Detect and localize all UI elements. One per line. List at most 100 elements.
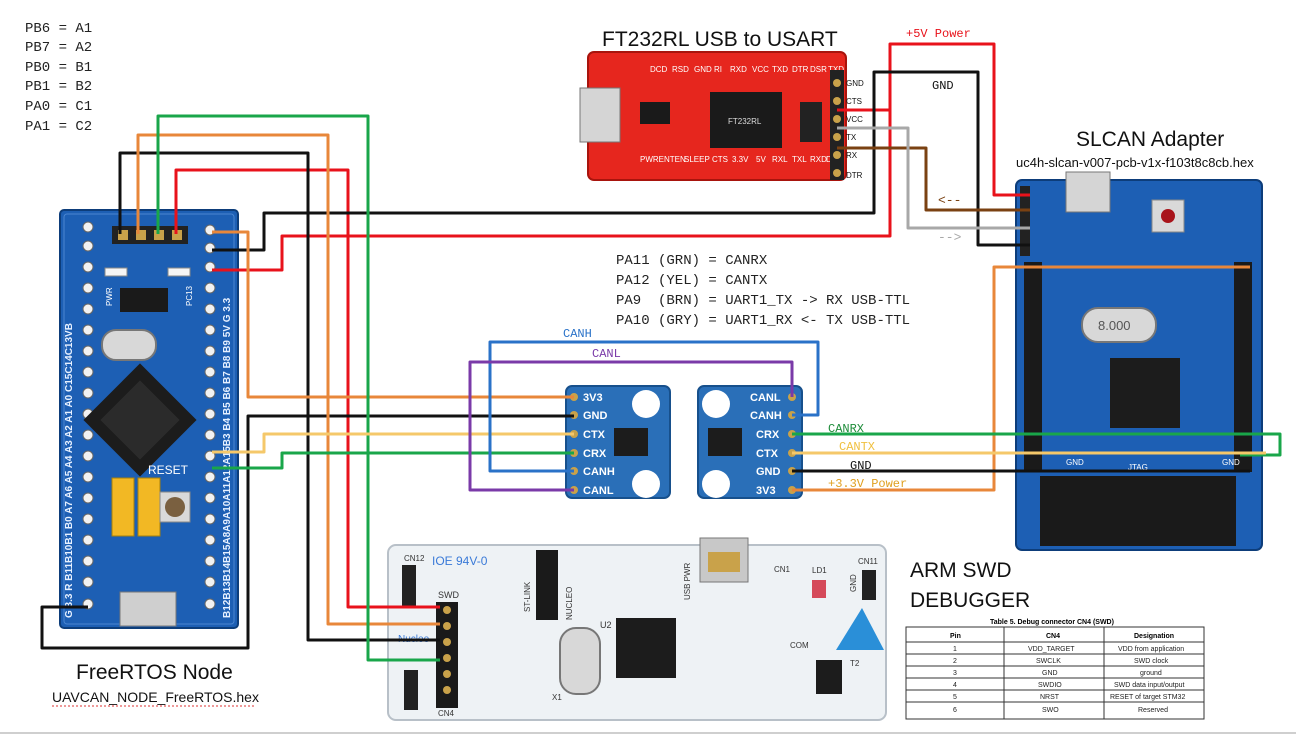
cn1-label: CN1 [774, 565, 791, 574]
slcan-jtag-header [1040, 476, 1236, 546]
xcvr-left-pin-3v3: 3V3 [583, 392, 603, 404]
pin-map-line: PB7 = A2 [25, 40, 92, 56]
ftdi-top-labels: DTR [792, 65, 809, 74]
ftdi-top-labels: RI [714, 65, 722, 74]
pin-map-line: PB1 = B2 [25, 79, 92, 95]
ftdi-top-labels: DSR [810, 65, 827, 74]
ftdi-bottom-labels: TXL [792, 155, 807, 164]
swd-table-caption: Table 5. Debug connector CN4 (SWD) [990, 619, 1114, 626]
xcvr-left-pin-crx: CRX [583, 448, 607, 460]
swd-table-cell: SWDIO [1038, 682, 1062, 689]
debugger-title-2: DEBUGGER [910, 589, 1030, 612]
wire-green-node-swd [156, 114, 440, 662]
boot-jumpers [111, 477, 161, 537]
can-transceiver-left: 3V3 GND CTX CRX CANH CANL [565, 385, 671, 499]
swd-table-cell: SWO [1042, 707, 1059, 714]
swd-table-cell: 4 [953, 682, 957, 689]
ftdi-pin-vcc: VCC [846, 115, 863, 124]
node-title: FreeRTOS Node [76, 661, 233, 684]
ld1-led [812, 580, 826, 598]
xcvr-right-pin-canl: CANL [750, 392, 781, 404]
slcan-mcu [1110, 358, 1180, 428]
debugger-board-text: IOE 94V-0 [432, 554, 488, 568]
wire-green-canrx [212, 451, 574, 470]
swd-table-cell: SWCLK [1036, 658, 1061, 665]
wire-red-power [212, 42, 1030, 272]
ftdi-jumper [800, 102, 822, 142]
ftdi-board: FT232RL DCD RSD GND RI RXD VCC TXD DTR D… [579, 51, 847, 181]
ftdi-pin-gnd: GND [846, 79, 864, 88]
swd-table-cell: Reserved [1138, 707, 1168, 714]
swd-table-cell: ground [1140, 670, 1162, 677]
wire-legend-line: PA9 (BRN) = UART1_TX -> RX USB-TTL [616, 293, 910, 309]
ftdi-bottom-labels: CTS [712, 155, 728, 164]
swd-table-cell: 6 [953, 707, 957, 714]
xcvr-right-pin-crx: CRX [756, 429, 780, 441]
slcan-crystal [1081, 307, 1157, 343]
ftdi-top-labels: RSD [672, 65, 689, 74]
cn11-header [862, 570, 876, 600]
xcvr-left-pin-gnd: GND [583, 410, 608, 422]
st-link-jumper [536, 550, 558, 620]
u2-label: U2 [600, 620, 612, 630]
slcan-gnd-left: GND [1066, 458, 1084, 467]
canl-label: CANL [592, 347, 621, 361]
ftdi-bottom-labels: SLEEP [684, 155, 710, 164]
debugger-title-1: ARM SWD [910, 559, 1012, 582]
slcan-gnd-right: GND [1222, 458, 1240, 467]
swd-table-cell: VDD_TARGET [1028, 646, 1075, 653]
st-link-label: ST-LINK [523, 581, 532, 612]
swd-label: SWD [438, 590, 459, 600]
wire-green-canrx-right [792, 432, 1282, 457]
com-label: COM [790, 641, 809, 650]
wires [40, 42, 1282, 662]
reset-label: RESET [148, 463, 189, 477]
cn4-small-header [404, 670, 418, 710]
debugger-gnd-label: GND [849, 574, 858, 592]
node-firmware: UAVCAN_NODE_FreeRTOS.hex [52, 689, 259, 705]
power-3v3-label: +3.3V Power [828, 477, 907, 491]
freertos-node-board: G 3.3 R B11B10B1 B0 A7 A6 A5 A4 A3 A2 A1… [59, 209, 239, 629]
ftdi-pin-labels: GND CTS VCC TX RX DTR [846, 79, 864, 180]
pin-map: PB6 = A1 PB7 = A2 PB0 = B1 PB1 = B2 PA0 … [25, 21, 92, 135]
ftdi-top-labels: DCD [650, 65, 668, 74]
ftdi-bottom-labels: RXD [810, 155, 827, 164]
swd-table-cell: NRST [1040, 694, 1060, 701]
st-logo-icon [836, 608, 884, 650]
ftdi-chip [710, 92, 782, 148]
xcvr-right-pin-gnd: GND [756, 466, 781, 478]
swd-table-cell: VDD from application [1118, 646, 1184, 653]
canh-label: CANH [563, 327, 592, 341]
slcan-crystal-label: 8.000 [1098, 318, 1131, 333]
slcan-firmware: uc4h-slcan-v007-pcb-v1x-f103t8c8cb.hex [1016, 155, 1254, 170]
slcan-right-header [1234, 262, 1252, 472]
xcvr-left-pin-ctx: CTX [583, 429, 606, 441]
pin-map-line: PB6 = A1 [25, 21, 92, 37]
wire-red-node-swd [174, 168, 440, 609]
slcan-jtag-label: JTAG [1128, 463, 1148, 472]
xcvr-left-pin-canh: CANH [583, 466, 615, 478]
swd-debugger-board: IOE 94V-0 CN12 SWD Nucleo CN4 ST-LINK NU… [387, 537, 887, 721]
wire-black-node-ftdi [212, 70, 1030, 252]
ftdi-top-labels: TXD [772, 65, 788, 74]
cn11-label: CN11 [858, 557, 878, 566]
t2-label: T2 [850, 659, 860, 668]
node-usb-port [119, 591, 177, 627]
ftdi-pin-dtr: DTR [846, 171, 863, 180]
xcvr-left-pin-canl: CANL [583, 485, 614, 497]
swd-table-cell: 1 [953, 646, 957, 653]
wire-orange-3v3-right [792, 265, 1250, 492]
wire-black-node-swd [118, 151, 440, 642]
ld1-label: LD1 [812, 566, 827, 575]
ftdi-top-labels: VCC [752, 65, 769, 74]
ftdi-pin-rx: RX [846, 151, 858, 160]
pc13-led [167, 267, 191, 277]
nucleo-vertical-label: NUCLEO [565, 587, 574, 620]
swd-table-cell: 3 [953, 670, 957, 677]
xcvr-right-pin-3v3: 3V3 [756, 485, 776, 497]
wire-yellow-cantx [212, 432, 574, 454]
cantx-label: CANTX [839, 440, 875, 454]
slcan-usb-port [1065, 171, 1111, 213]
t2-transistor [816, 660, 842, 694]
wire-orange-3v3 [212, 230, 574, 399]
